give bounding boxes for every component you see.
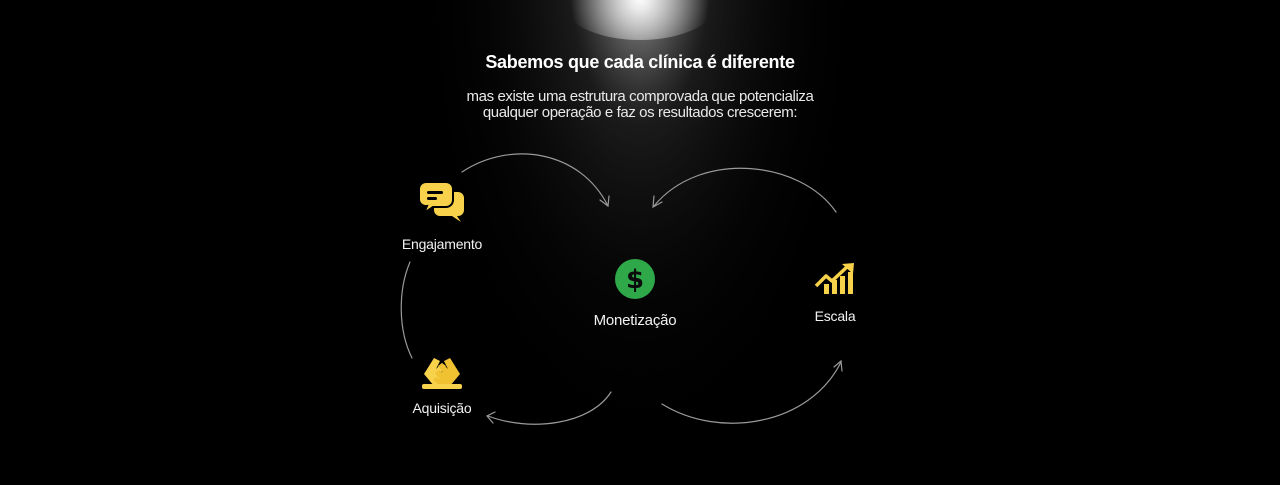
arrowhead-monetizacao-to-escala [833, 359, 843, 372]
page-title: Sabemos que cada clínica é diferente [485, 52, 795, 72]
page-subtitle: mas existe uma estrutura comprovada que … [0, 89, 1280, 121]
arc-aquisicao-to-engajamento [400, 261, 413, 359]
arc-monetizacao-to-aquisicao [487, 391, 612, 425]
growth-chart-icon [814, 263, 854, 294]
node-label-aquisicao: Aquisição [412, 400, 472, 416]
handshake-icon [422, 358, 462, 389]
svg-text:$: $ [626, 265, 644, 295]
node-escala: Escala [800, 262, 870, 324]
node-label-engajamento: Engajamento [401, 236, 483, 252]
node-label-monetizacao: Monetização [593, 312, 677, 329]
subtitle-line-2: qualquer operação e faz os resultados cr… [482, 104, 798, 121]
subtitle-line-1: mas existe uma estrutura comprovada que … [466, 88, 814, 105]
node-label-escala: Escala [814, 308, 856, 324]
dollar-circle-icon: $ [615, 259, 655, 299]
arc-escala-to-monetizacao [653, 167, 837, 213]
arc-monetizacao-to-escala [661, 361, 842, 424]
arrowhead-engajamento-to-monetizacao [599, 195, 610, 208]
node-monetizacao: $ Monetização [580, 258, 690, 329]
arc-engajamento-to-monetizacao [461, 153, 609, 207]
arrowhead-monetizacao-to-aquisicao [486, 411, 496, 424]
node-aquisicao: Aquisição [398, 352, 486, 416]
arrowhead-escala-to-monetizacao [652, 195, 663, 209]
node-engajamento: Engajamento [392, 180, 492, 252]
chat-bubbles-icon [418, 181, 464, 222]
